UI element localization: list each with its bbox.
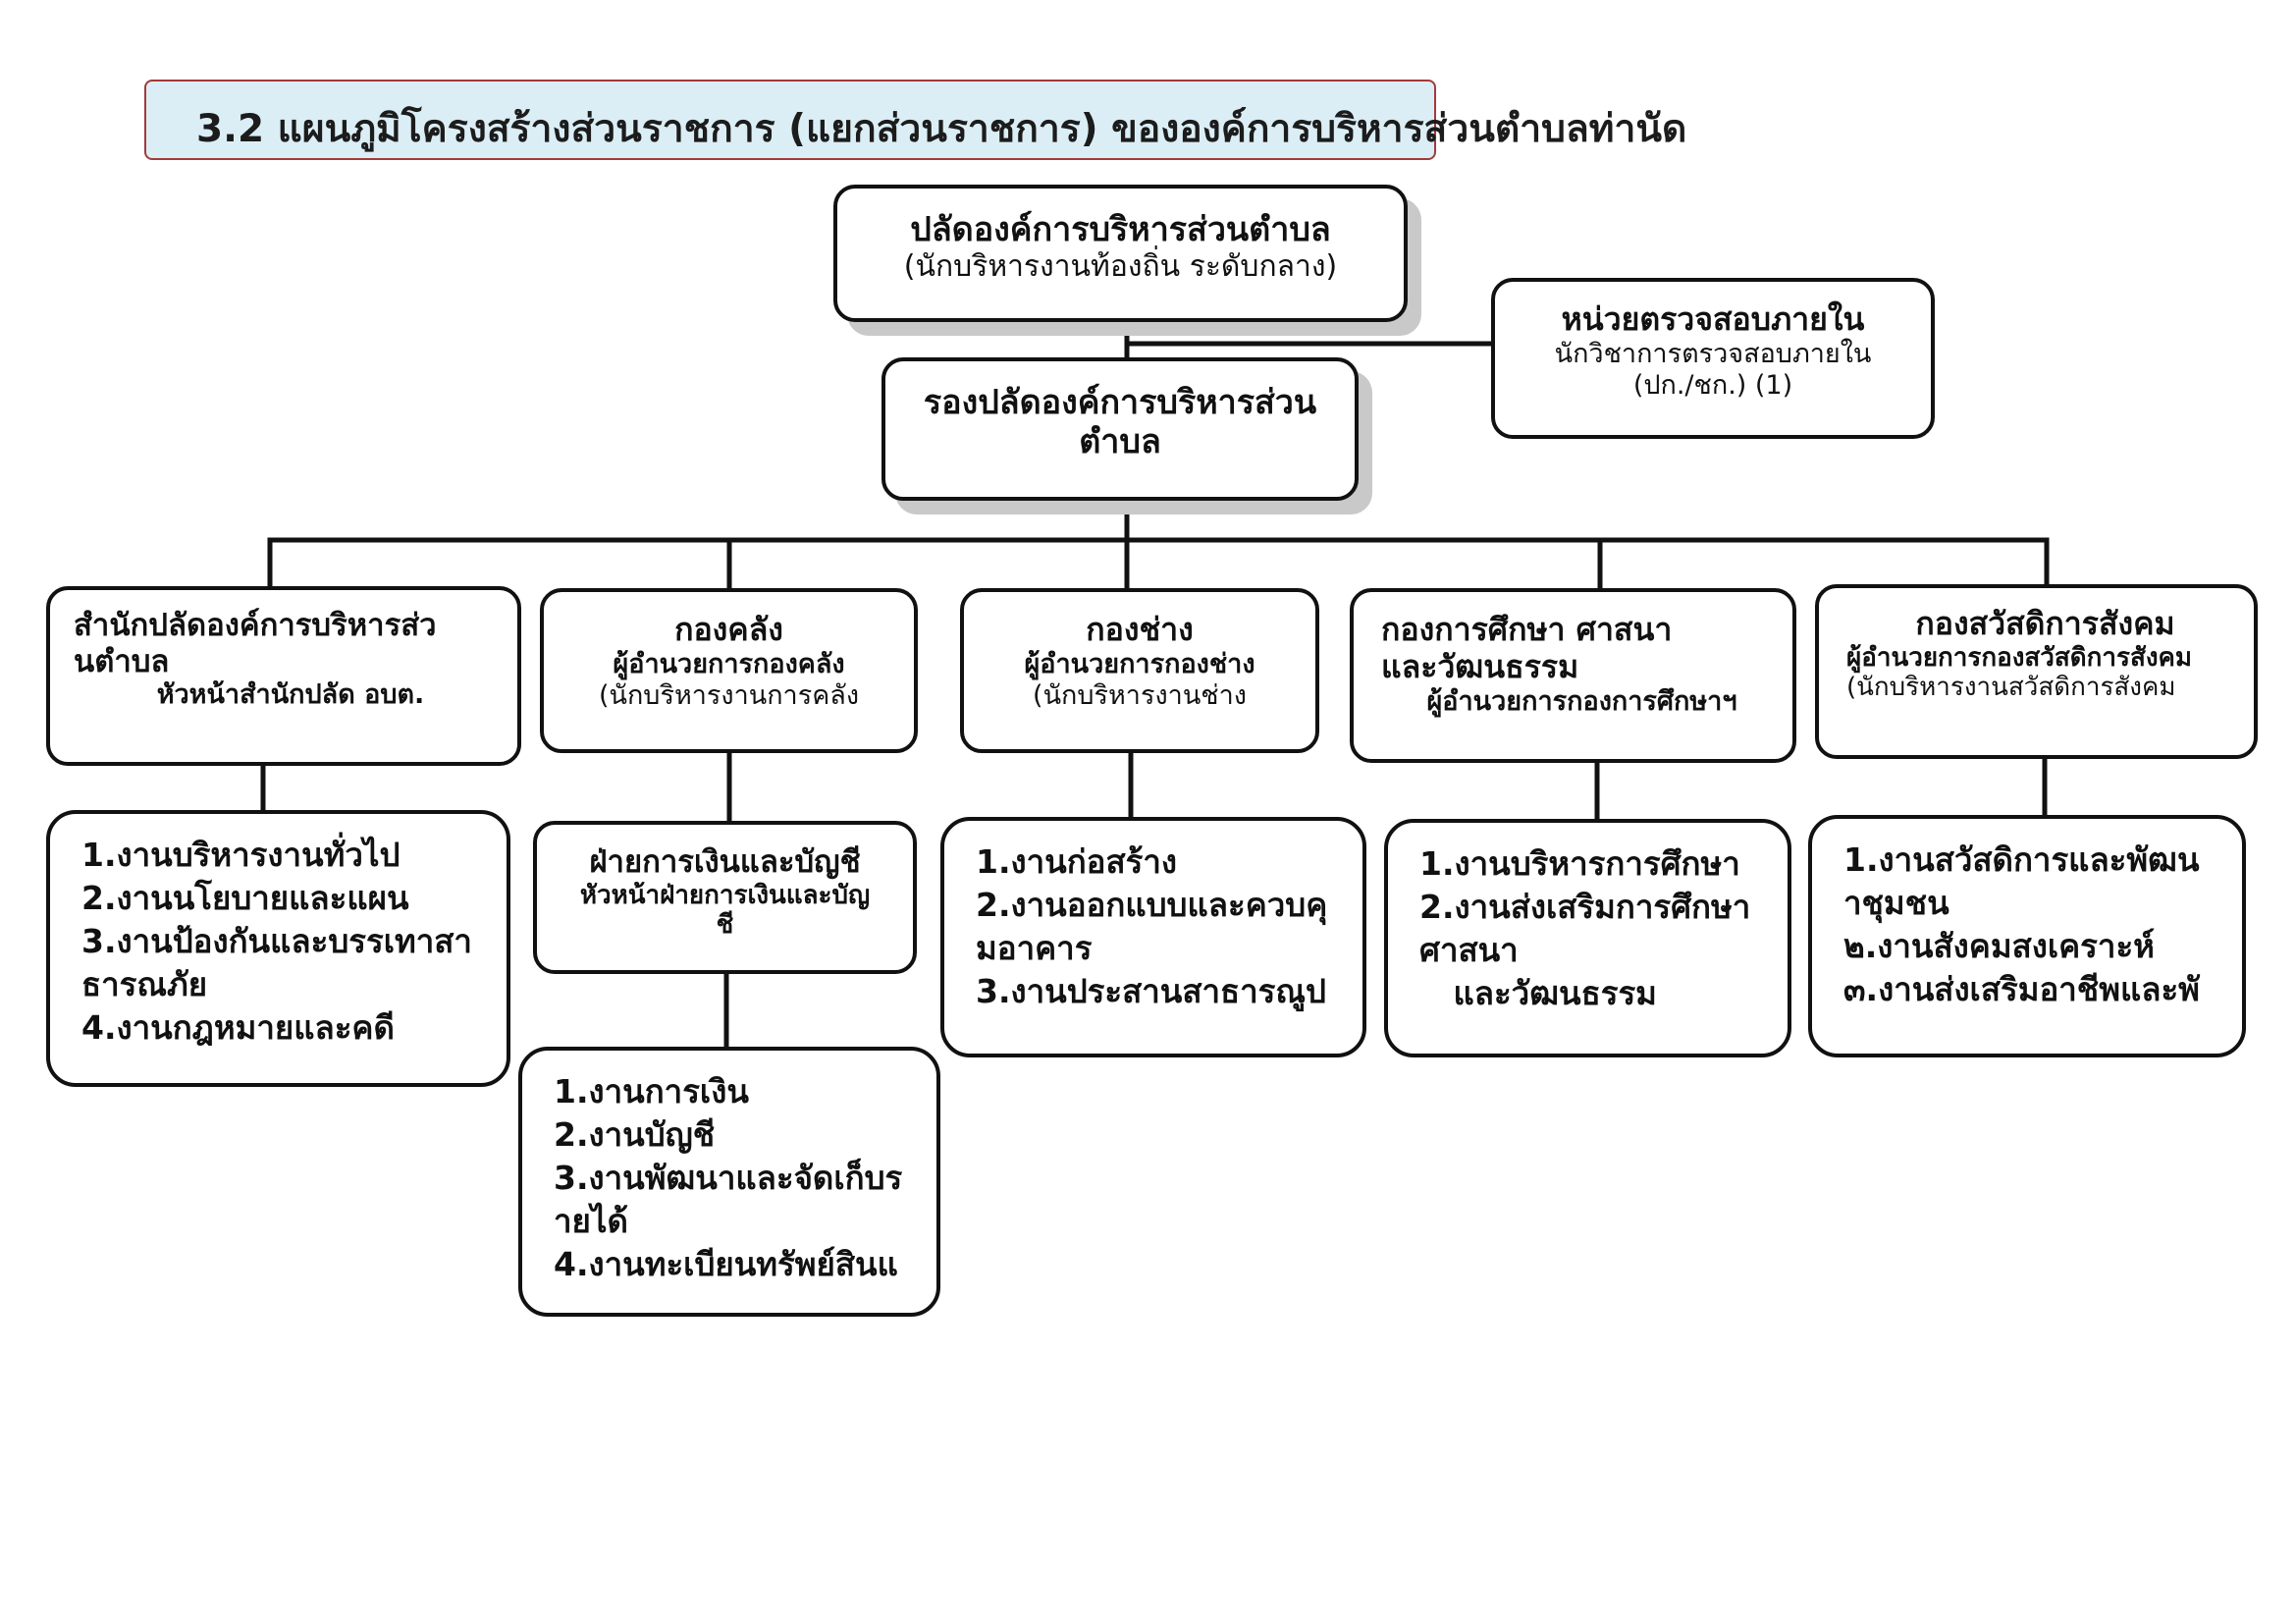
palat-title: ปลัดองค์การบริหารส่วนตำบล: [910, 210, 1331, 249]
task-item: 2.งานบัญชี: [554, 1115, 716, 1154]
audit-title: หน่วยตรวจสอบภายใน: [1561, 300, 1865, 338]
division-position: (นักบริหารงานการคลัง: [598, 679, 860, 711]
division-title-line2: และวัฒนธรรม: [1381, 647, 1579, 685]
division-position: (นักบริหารงานสวัสดิการสังคม: [1846, 673, 2176, 703]
task-item: 1.งานบริหารการศึกษา: [1419, 844, 1740, 883]
division-welfare: กองสวัสดิการสังคม ผู้อำนวยการกองสวัสดิกา…: [1815, 584, 2258, 759]
task-item: ๒.งานสังคมสงเคราะห์: [1843, 927, 2155, 965]
tasks-finance: 1.งานการเงิน 2.งานบัญชี 3.งานพัฒนาและจัด…: [518, 1047, 940, 1317]
task-item: มอาคาร: [976, 929, 1093, 967]
audit-level: (ปก./ชก.) (1): [1632, 369, 1793, 401]
division-title-line1: กองการศึกษา ศาสนา: [1381, 611, 1673, 648]
division-title: กองคลัง: [674, 611, 783, 648]
division-head: หัวหน้าสำนักปลัด อบต.: [156, 679, 425, 711]
audit-node: หน่วยตรวจสอบภายใน นักวิชาการตรวจสอบภายใน…: [1491, 278, 1935, 439]
task-item: 3.งานประสานสาธารณูป: [976, 972, 1326, 1010]
deputy-title-line2: ตำบล: [1079, 422, 1161, 462]
deputy-title-line1: รองปลัดองค์การบริหารส่วน: [923, 383, 1317, 422]
task-item: 1.งานการเงิน: [554, 1072, 749, 1110]
tasks-education: 1.งานบริหารการศึกษา 2.งานส่งเสริมการศึกษ…: [1384, 819, 1791, 1057]
tasks-engineering: 1.งานก่อสร้าง 2.งานออกแบบและควบคุ มอาคาร…: [940, 817, 1366, 1057]
tasks-palat-office: 1.งานบริหารงานทั่วไป 2.งานนโยบายและแผน 3…: [46, 810, 510, 1087]
deputy-node: รองปลัดองค์การบริหารส่วน ตำบล: [881, 357, 1359, 501]
division-title: กองช่าง: [1086, 611, 1194, 648]
task-item: 2.งานออกแบบและควบคุ: [976, 886, 1328, 924]
task-item: 3.งานป้องกันและบรรเทาสา: [81, 922, 472, 960]
title-banner: [144, 80, 1436, 160]
task-item: ๓.งานส่งเสริมอาชีพและพั: [1843, 970, 2200, 1008]
division-palat-office: สำนักปลัดองค์การบริหารส่ว นตำบล หัวหน้าส…: [46, 586, 521, 766]
finance-section-title: ฝ่ายการเงินและบัญชี: [589, 844, 861, 880]
task-item: 1.งานสวัสดิการและพัฒน: [1843, 840, 2200, 879]
division-title: กองสวัสดิการสังคม: [1915, 605, 2175, 642]
division-head: ผู้อำนวยการกองช่าง: [1024, 648, 1255, 679]
division-engineering: กองช่าง ผู้อำนวยการกองช่าง (นักบริหารงาน…: [960, 588, 1319, 753]
division-title-line2: นตำบล: [74, 643, 170, 679]
division-head: ผู้อำนวยการกองการศึกษาฯ: [1426, 685, 1737, 717]
task-item: 3.งานพัฒนาและจัดเก็บร: [554, 1159, 903, 1197]
palat-node: ปลัดองค์การบริหารส่วนตำบล (นักบริหารงานท…: [833, 185, 1408, 322]
division-head: ผู้อำนวยการกองคลัง: [613, 648, 845, 679]
finance-section-node: ฝ่ายการเงินและบัญชี หัวหน้าฝ่ายการเงินแล…: [533, 821, 917, 974]
division-finance: กองคลัง ผู้อำนวยการกองคลัง (นักบริหารงาน…: [540, 588, 918, 753]
task-item: 2.งานนโยบายและแผน: [81, 879, 409, 917]
finance-section-head: หัวหน้าฝ่ายการเงินและบัญ: [579, 880, 871, 910]
task-item: และวัฒนธรรม: [1419, 974, 1657, 1012]
task-item: าชุมชน: [1843, 884, 1949, 922]
task-item: ายได้: [554, 1202, 628, 1240]
task-item: ธารณภัย: [81, 965, 208, 1003]
task-item: 2.งานส่งเสริมการศึกษา: [1419, 888, 1751, 926]
palat-subtitle: (นักบริหารงานท้องถิ่น ระดับกลาง): [903, 249, 1338, 285]
audit-subtitle: นักวิชาการตรวจสอบภายใน: [1554, 338, 1872, 369]
task-item: 4.งานทะเบียนทรัพย์สินแ: [554, 1245, 898, 1283]
division-education: กองการศึกษา ศาสนา และวัฒนธรรม ผู้อำนวยกา…: [1350, 588, 1796, 763]
task-item: 1.งานบริหารงานทั่วไป: [81, 836, 400, 874]
division-position: (นักบริหารงานช่าง: [1033, 679, 1247, 711]
tasks-welfare: 1.งานสวัสดิการและพัฒน าชุมชน ๒.งานสังคมส…: [1808, 815, 2246, 1057]
division-head: ผู้อำนวยการกองสวัสดิการสังคม: [1846, 642, 2193, 673]
task-item: ศาสนา: [1419, 931, 1519, 969]
finance-section-head-cont: ชี: [716, 910, 734, 941]
division-title-line1: สำนักปลัดองค์การบริหารส่ว: [74, 608, 437, 643]
task-item: 4.งานกฎหมายและคดี: [81, 1008, 395, 1047]
page-title: 3.2 แผนภูมิโครงสร้างส่วนราชการ (แยกส่วนร…: [196, 107, 1687, 151]
task-item: 1.งานก่อสร้าง: [976, 842, 1178, 881]
